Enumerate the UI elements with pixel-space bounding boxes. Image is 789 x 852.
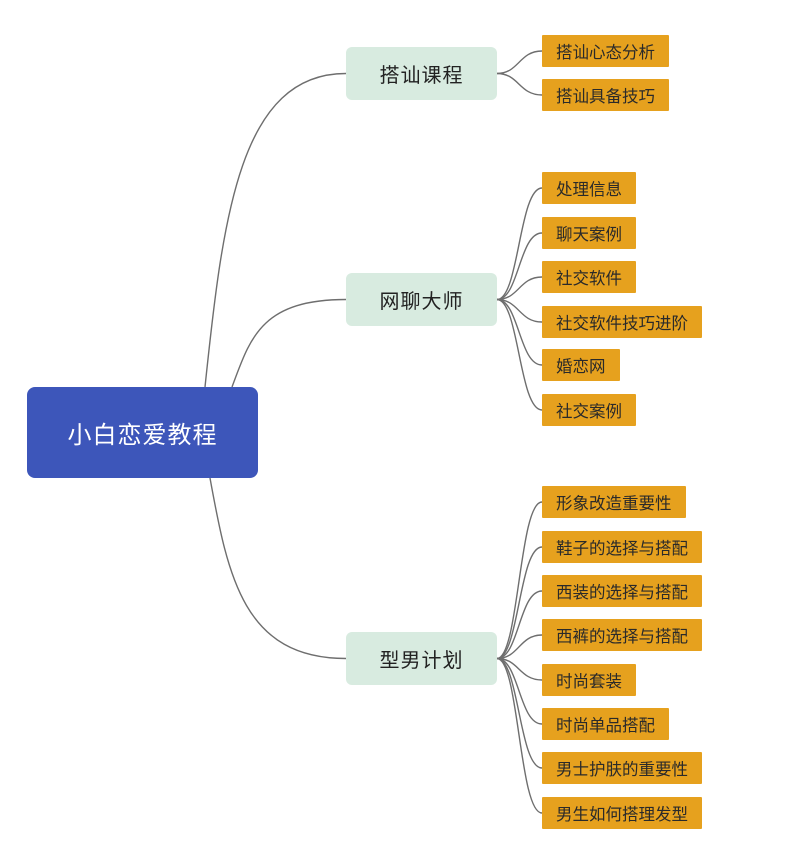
connector-branch-to-leaf [496, 50, 543, 75]
connector-branch-to-leaf [496, 72, 543, 96]
leaf-node[interactable]: 社交案例 [542, 394, 636, 426]
connector-branch-to-leaf [496, 298, 543, 323]
connector-root-to-branch [209, 477, 347, 660]
leaf-node[interactable]: 男士护肤的重要性 [542, 752, 702, 784]
connector-branch-to-leaf [496, 657, 543, 725]
connector-branch-to-leaf [496, 657, 543, 769]
leaf-node[interactable]: 时尚套装 [542, 664, 636, 696]
branch-node-online-chat-master[interactable]: 网聊大师 [346, 273, 497, 326]
connector-branch-to-leaf [496, 232, 543, 301]
connector-branch-to-leaf [496, 501, 543, 660]
connector-root-to-branch [231, 298, 347, 388]
leaf-node[interactable]: 鞋子的选择与搭配 [542, 531, 702, 563]
connector-branch-to-leaf [496, 276, 543, 301]
leaf-node[interactable]: 社交软件 [542, 261, 636, 293]
leaf-node[interactable]: 搭讪具备技巧 [542, 79, 669, 111]
leaf-node[interactable]: 聊天案例 [542, 217, 636, 249]
connector-branch-to-leaf [496, 590, 543, 660]
leaf-node[interactable]: 搭讪心态分析 [542, 35, 669, 67]
connector-branch-to-leaf [496, 657, 543, 814]
leaf-node[interactable]: 男生如何搭理发型 [542, 797, 702, 829]
connector-branch-to-leaf [496, 546, 543, 660]
leaf-node[interactable]: 处理信息 [542, 172, 636, 204]
branch-node-stylish-man-plan[interactable]: 型男计划 [346, 632, 497, 685]
connector-branch-to-leaf [496, 298, 543, 366]
connector-branch-to-leaf [496, 657, 543, 681]
leaf-node[interactable]: 西裤的选择与搭配 [542, 619, 702, 651]
leaf-node[interactable]: 西装的选择与搭配 [542, 575, 702, 607]
leaf-node[interactable]: 婚恋网 [542, 349, 620, 381]
connector-branch-to-leaf [496, 298, 543, 411]
connector-branch-to-leaf [496, 634, 543, 660]
branch-node-pickup-course[interactable]: 搭讪课程 [346, 47, 497, 100]
root-node[interactable]: 小白恋爱教程 [27, 387, 258, 478]
leaf-node[interactable]: 形象改造重要性 [542, 486, 686, 518]
connector-branch-to-leaf [496, 187, 543, 301]
connector-root-to-branch [204, 72, 347, 388]
leaf-node[interactable]: 社交软件技巧进阶 [542, 306, 702, 338]
leaf-node[interactable]: 时尚单品搭配 [542, 708, 669, 740]
